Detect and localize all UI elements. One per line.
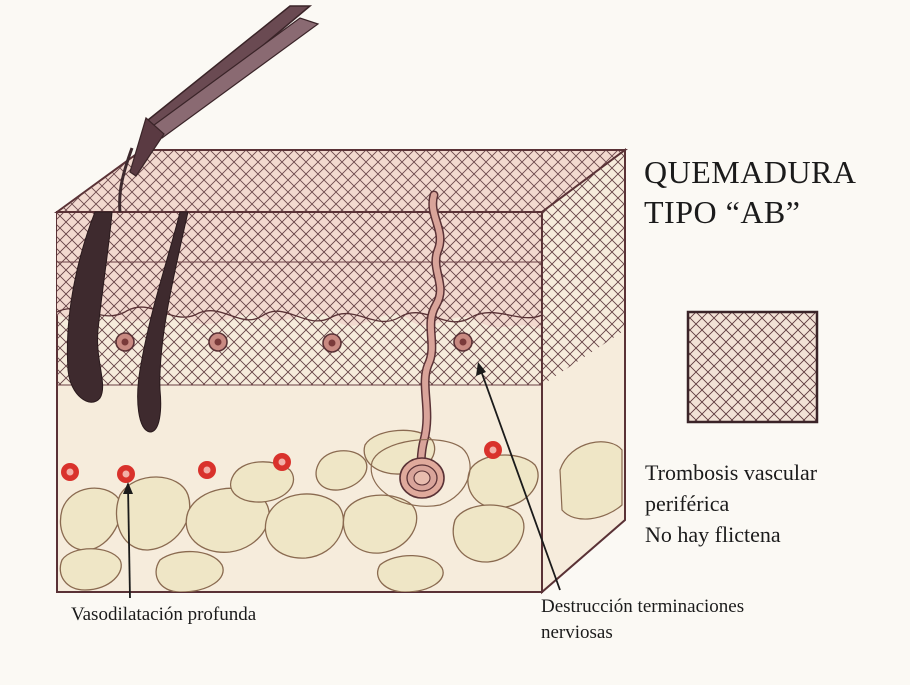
nerve-corpuscle-core (414, 471, 430, 485)
legend-line-2: periférica (645, 488, 817, 519)
callout-nerve-line-2: nerviosas (541, 620, 744, 646)
legend-swatch (688, 312, 817, 422)
burned-hatched-zone (57, 212, 542, 385)
thrombosed-vessel-core (460, 339, 467, 346)
legend-swatch-hatch (688, 312, 817, 422)
callout-nerve-destruction: Destrucción terminaciones nerviosas (541, 594, 744, 646)
diagram-title: QUEMADURA TIPO “AB” (644, 152, 857, 232)
thrombosed-vessel-core (215, 339, 222, 346)
legend-text: Trombosis vascular periférica No hay fli… (645, 457, 817, 550)
thrombosed-vessel-core (122, 339, 129, 346)
forceps-arm-lower (150, 18, 318, 138)
dilated-vessel-lumen (490, 447, 497, 454)
skin-block (57, 148, 625, 592)
callout-nerve-line-1: Destrucción terminaciones (541, 594, 744, 620)
dilated-vessel-lumen (279, 459, 286, 466)
dilated-vessel-lumen (123, 471, 130, 478)
title-line-2: TIPO “AB” (644, 192, 857, 232)
legend-line-3: No hay flictena (645, 519, 817, 550)
title-line-1: QUEMADURA (644, 152, 857, 192)
dilated-vessel-lumen (67, 469, 74, 476)
thrombosed-vessel-core (329, 340, 336, 347)
legend-line-1: Trombosis vascular (645, 457, 817, 488)
dilated-vessel-lumen (204, 467, 211, 474)
callout-deep-vasodilation: Vasodilatación profunda (71, 604, 256, 626)
